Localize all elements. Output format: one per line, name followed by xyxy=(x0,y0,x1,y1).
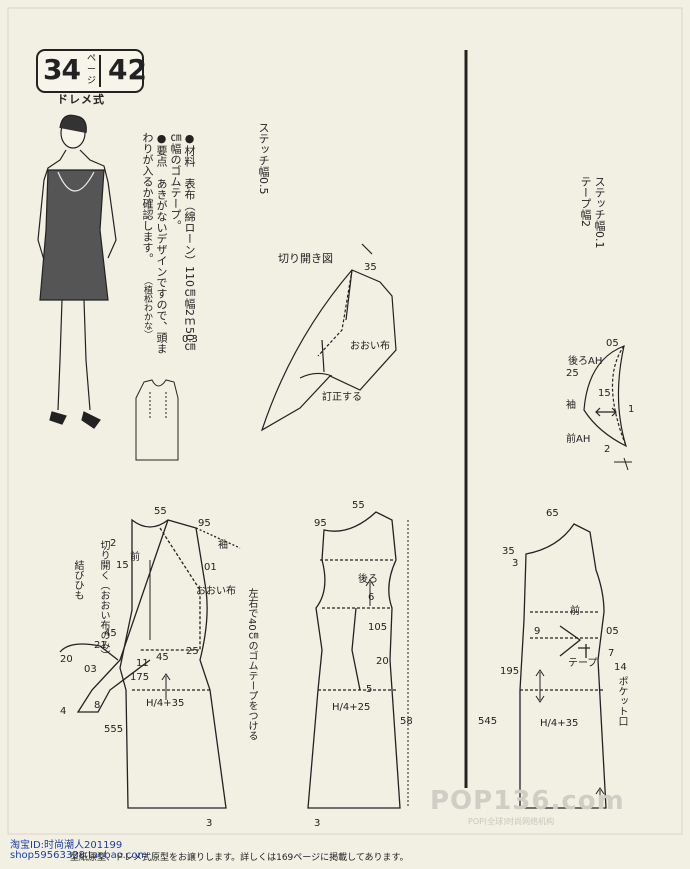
dim-175: 175 xyxy=(130,672,150,683)
watermark-shop: shop59563328.taobao.com xyxy=(10,850,148,861)
materials-line1: ●材料 表布（綿ローン）110㎝幅2ｍ50㎝ xyxy=(183,132,196,352)
sleeve-label-right: 袖 xyxy=(566,400,576,411)
logo-watermark: POP136.com xyxy=(430,786,625,816)
dim-11: 11 xyxy=(136,658,149,669)
cover-cloth-left: おおい布 xyxy=(196,586,236,597)
front-armhole-label: 前AH xyxy=(566,434,591,445)
dim-58: 58 xyxy=(400,716,413,727)
style-label: ドレメ式 xyxy=(57,93,105,106)
dim-105: 105 xyxy=(368,622,388,633)
dim-8: 8 xyxy=(94,700,101,711)
dim-14: 14 xyxy=(614,662,627,673)
model-illustration xyxy=(37,114,117,429)
materials-line4: わりが入るか確認します。 xyxy=(141,132,154,264)
materials-width-note: 0.3 xyxy=(182,334,198,345)
stitch-width-01: ステッチ幅0.1 xyxy=(593,176,606,249)
dim-1-sleeve: 1 xyxy=(628,404,635,415)
dim-05-right: 05 xyxy=(606,338,619,349)
sleeve-label-left: 袖 xyxy=(218,540,228,551)
h-formula-back: H/4+25 xyxy=(332,702,371,713)
page-badge: 34 ページ 42 xyxy=(36,49,147,93)
dim-6: 6 xyxy=(368,592,375,603)
pattern-number: 42 xyxy=(108,53,147,86)
materials-line2: ㎝幅のゴムテープ。 xyxy=(169,132,182,231)
dim-15-left: 15 xyxy=(116,560,129,571)
dim-05-front: 05 xyxy=(606,626,619,637)
dim-2-left: 2 xyxy=(110,538,117,549)
back-label: 後ろ xyxy=(358,574,378,585)
front-label-right: 前 xyxy=(570,606,580,617)
back-pattern-middle xyxy=(307,511,409,809)
dim-55-back: 55 xyxy=(352,500,365,511)
h-formula-right: H/4+35 xyxy=(540,718,579,729)
dim-3-back: 3 xyxy=(314,818,321,829)
pocket-label: ポケット口 xyxy=(616,676,627,726)
dim-03: 03 xyxy=(84,664,97,675)
dim-20-left: 20 xyxy=(60,654,73,665)
watermark-id: 淘宝ID:时尚潮人201199 xyxy=(10,840,123,851)
back-armhole-label: 後ろAH xyxy=(568,356,603,367)
cut-open-label: 切り開き図 xyxy=(278,252,333,265)
front-pattern-right xyxy=(519,523,607,809)
tape-label: テープ xyxy=(568,658,598,669)
materials-credit: （植松わかな） xyxy=(142,276,152,339)
dim-35-right: 35 xyxy=(502,546,515,557)
dim-15-sleeve: 15 xyxy=(598,388,611,399)
dim-9: 9 xyxy=(534,626,541,637)
dim-25-left: 25 xyxy=(186,646,199,657)
dim-65: 65 xyxy=(546,508,559,519)
dim-2-sleeve: 2 xyxy=(604,444,611,455)
dim-3-left: 3 xyxy=(206,818,213,829)
dim-195: 195 xyxy=(500,666,520,677)
page-kana: ページ xyxy=(87,54,97,86)
sleeve-pattern-right xyxy=(583,345,632,471)
dim-45-center: 45 xyxy=(156,652,169,663)
dim-01-left: 01 xyxy=(204,562,217,573)
dim-95-back: 95 xyxy=(314,518,327,529)
elastic-label: 左右で40㎝のゴムテープをつける xyxy=(246,588,257,741)
dim-3-right: 3 xyxy=(512,558,519,569)
badge-divider xyxy=(99,55,101,87)
correct-label: 訂正する xyxy=(322,392,362,403)
cover-cloth-label: おおい布 xyxy=(350,341,390,352)
logo-subtitle: POP(全球)时尚网络机构 xyxy=(468,817,555,826)
materials-line3: ●要点 あきがないデザインですので、頭ま xyxy=(155,132,168,354)
stitch-width-05: ステッチ幅0.5 xyxy=(257,122,270,195)
dim-5: 5 xyxy=(366,684,373,695)
dim-20-back: 20 xyxy=(376,656,389,667)
tie-string-label: 結びひも xyxy=(72,560,83,600)
dim-95-left: 95 xyxy=(198,518,211,529)
dim-25-right: 25 xyxy=(566,368,579,379)
sleeve-cut-pattern xyxy=(260,243,397,432)
dim-545: 545 xyxy=(478,716,498,727)
dim-555: 555 xyxy=(104,724,124,735)
flat-sketch xyxy=(135,379,179,461)
cut-open-side-label: 切り開く（おおい布のみ） xyxy=(98,540,109,660)
tape-width-2: テープ幅2 xyxy=(579,176,592,227)
dim-55-left: 55 xyxy=(154,506,167,517)
dim-4-left: 4 xyxy=(60,706,67,717)
dim-21: 21 xyxy=(94,640,107,651)
dim-35: 35 xyxy=(364,262,377,273)
footer-note: 型紙原型、ドレメ式原型をお譲りします。詳しくは169ページに掲載してあります。 xyxy=(70,853,409,863)
h-formula-left: H/4+35 xyxy=(146,698,185,709)
page-number: 34 xyxy=(43,53,81,86)
front-label-left: 前 xyxy=(130,552,140,563)
front-pattern-left xyxy=(59,518,241,809)
dim-45-left: 45 xyxy=(104,628,117,639)
dim-7: 7 xyxy=(608,648,615,659)
